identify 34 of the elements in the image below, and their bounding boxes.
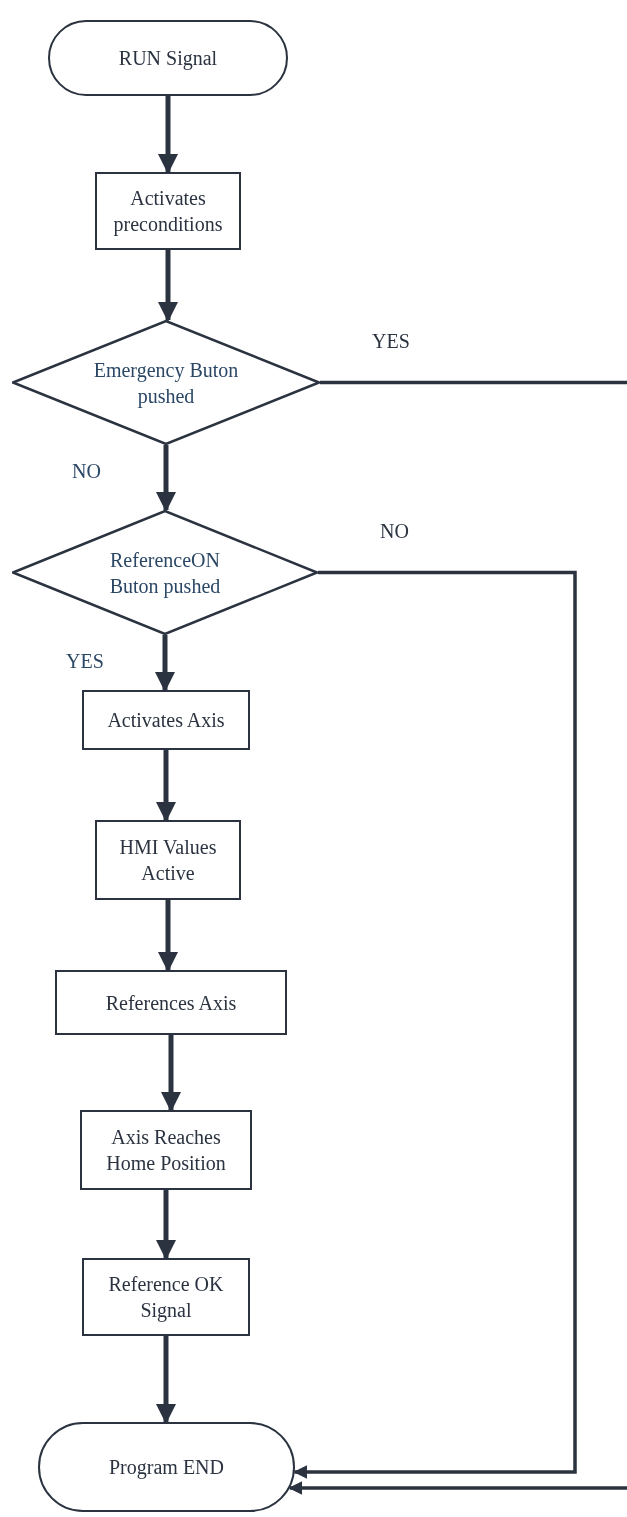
arrow bbox=[158, 900, 178, 972]
arrow bbox=[293, 570, 577, 1479]
process-box bbox=[82, 1258, 250, 1336]
node-text: Program END bbox=[109, 1455, 224, 1480]
node-text: HMI Values Active bbox=[118, 835, 218, 886]
decision-diamond bbox=[12, 320, 320, 445]
node-text: References Axis bbox=[105, 990, 237, 1016]
arrow bbox=[288, 1481, 627, 1495]
arrow bbox=[158, 250, 178, 322]
arrow bbox=[156, 750, 176, 822]
edge-label: NO bbox=[72, 460, 101, 483]
process-box bbox=[95, 820, 241, 900]
arrow bbox=[156, 1190, 176, 1260]
process-box bbox=[80, 1110, 252, 1190]
node-text: Activates Axis bbox=[107, 708, 225, 733]
arrow bbox=[156, 1336, 176, 1424]
node-text: Reference OK Signal bbox=[107, 1272, 225, 1323]
connector-line bbox=[320, 380, 627, 385]
node-text: Axis Reaches Home Position bbox=[105, 1125, 227, 1176]
decision-diamond bbox=[12, 510, 318, 635]
edge-label: NO bbox=[380, 520, 409, 543]
edge-label: YES bbox=[372, 330, 410, 353]
node-text: Activates preconditions bbox=[112, 186, 224, 237]
arrow bbox=[155, 635, 175, 692]
arrow bbox=[161, 1035, 181, 1112]
arrow bbox=[156, 445, 176, 512]
node-text: Emergency Buton pushed bbox=[92, 357, 240, 409]
process-box bbox=[55, 970, 287, 1035]
node-text: RUN Signal bbox=[118, 46, 218, 71]
arrow bbox=[158, 96, 178, 174]
node-text: ReferenceON Buton pushed bbox=[108, 547, 222, 599]
edge-label: YES bbox=[66, 650, 104, 673]
process-box bbox=[82, 690, 250, 750]
process-box bbox=[95, 172, 241, 250]
